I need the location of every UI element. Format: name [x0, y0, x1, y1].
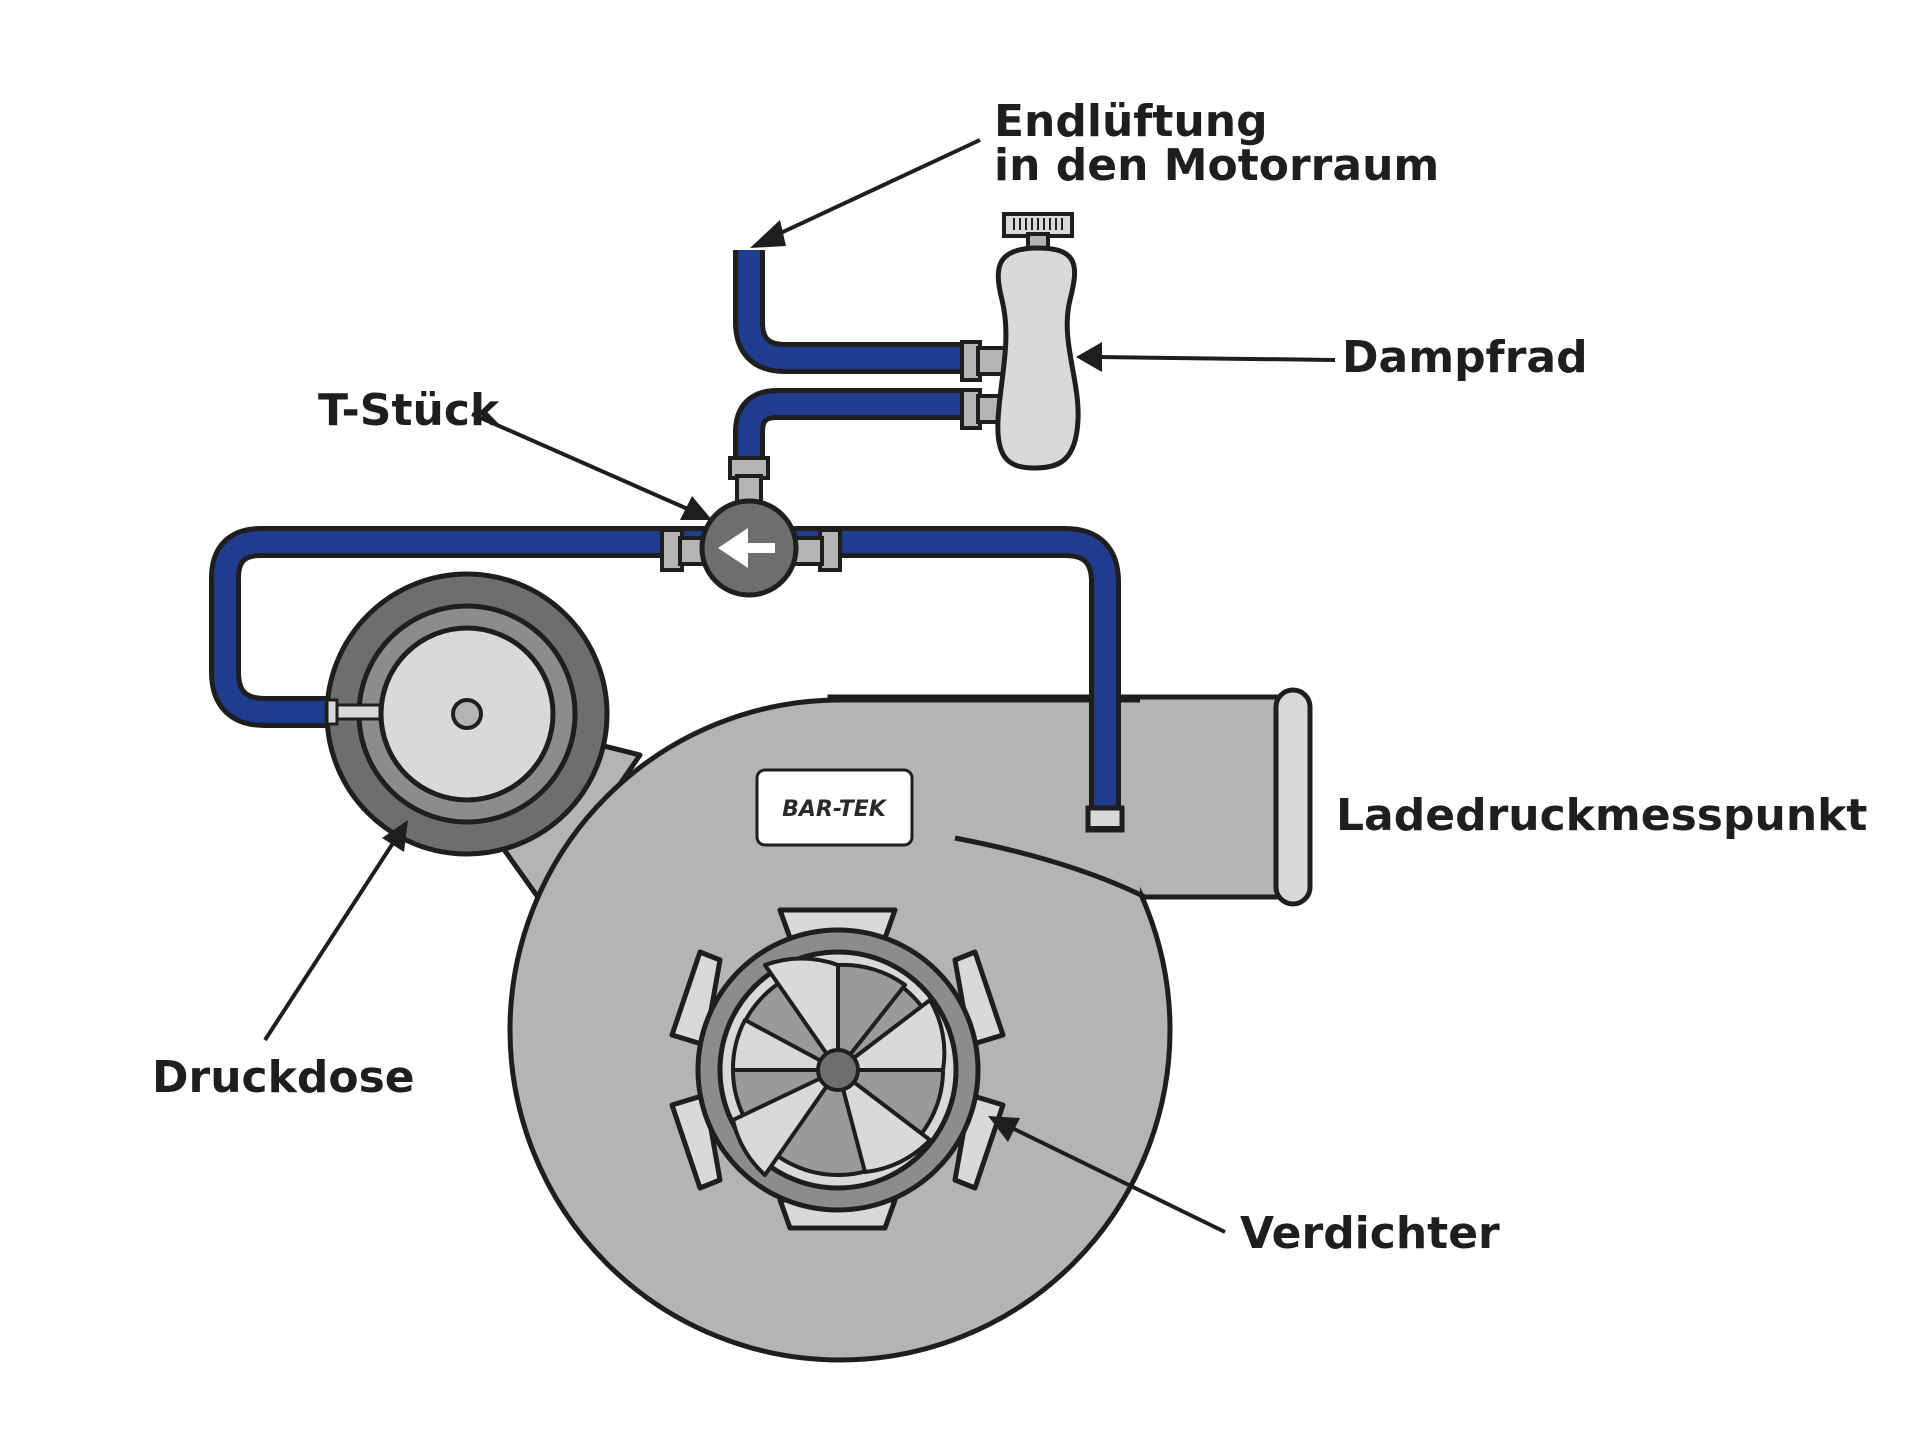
logo-text: BAR-TEK — [782, 797, 888, 822]
label-ladedruckmesspunkt: Ladedruckmesspunkt — [1336, 790, 1867, 841]
damper — [960, 212, 1081, 471]
arrowhead-verdichter-icon — [988, 1116, 1020, 1142]
label-druckdose: Druckdose — [152, 1052, 415, 1103]
compressor-wheel — [669, 907, 1006, 1231]
arrowhead-dampfrad-icon — [1076, 342, 1102, 372]
arrowhead-druckdose-icon — [382, 820, 408, 852]
pointer-arrows — [263, 138, 1336, 1234]
hoses — [209, 250, 1121, 812]
arrowhead-t-stueck-icon — [680, 496, 712, 520]
label-endlueftung-line2: in den Motorraum — [994, 140, 1439, 191]
pressure-can — [324, 571, 610, 857]
label-t-stueck: T-Stück — [318, 385, 501, 436]
bartek-logo: BAR-TEK — [755, 768, 914, 847]
arrowhead-endlueftung-icon — [750, 220, 786, 248]
t-piece — [660, 456, 842, 598]
label-verdichter: Verdichter — [1240, 1208, 1500, 1259]
flow-arrow-icon — [718, 528, 775, 568]
label-dampfrad: Dampfrad — [1342, 332, 1588, 383]
label-endlueftung-line1: Endlüftung — [994, 96, 1268, 147]
